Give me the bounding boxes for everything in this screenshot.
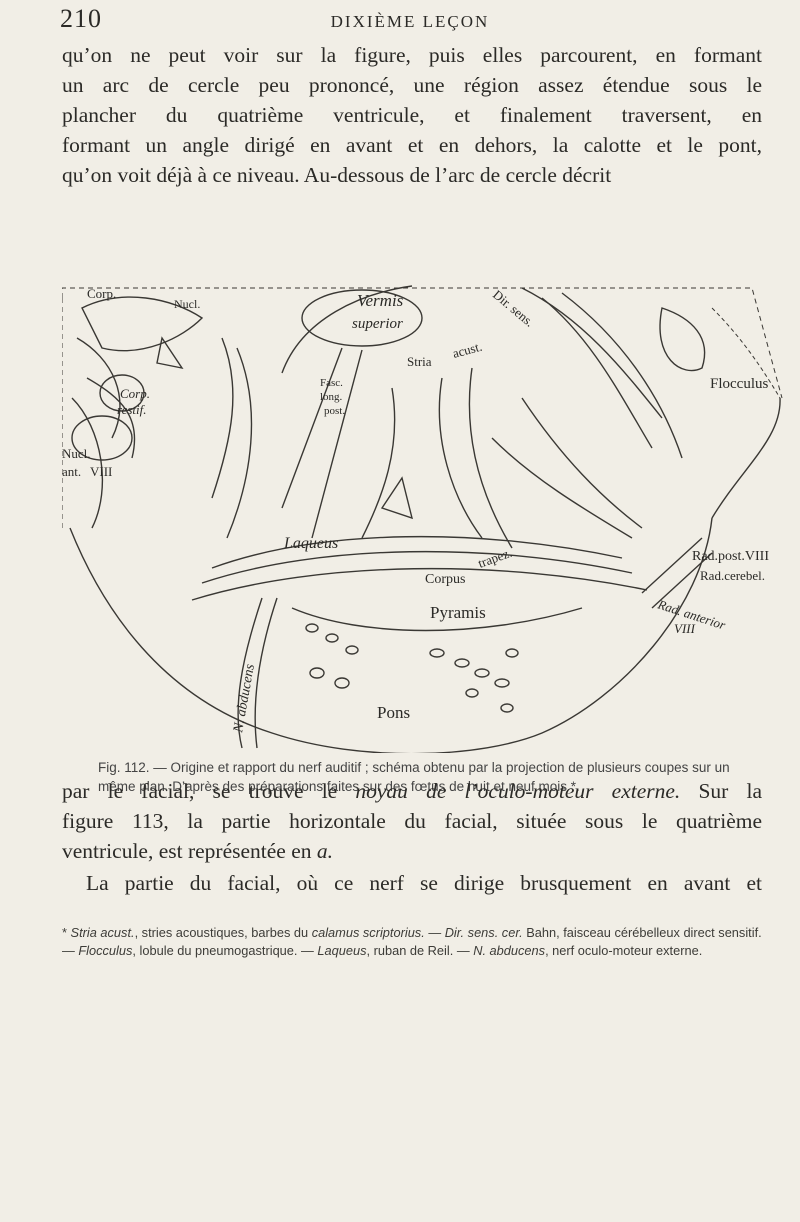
text-span: Sur la xyxy=(680,779,762,803)
anatomical-figure: Vermis superior Corp. Nucl. Stria acust.… xyxy=(62,278,800,753)
label-ant: ant. xyxy=(62,464,81,479)
label-restif: restif. xyxy=(117,402,147,417)
label-dir-sens: Dir. sens. xyxy=(490,287,537,330)
footnote-term: calamus scriptorius. xyxy=(311,925,425,940)
label-flocculus: Flocculus xyxy=(710,376,768,392)
label-superior: superior xyxy=(352,316,403,332)
footnote-term: Laqueus xyxy=(317,943,367,958)
label-trapez: trapez. xyxy=(476,545,514,571)
text-line: figure 113, la partie horizontale du fac… xyxy=(62,809,762,833)
running-title: DIXIÈME LEÇON xyxy=(330,12,490,31)
footnote-term: Stria acust. xyxy=(70,925,135,940)
label-pyramis: Pyramis xyxy=(430,603,486,622)
footnote-text: , lobule du pneumogastrique. — xyxy=(132,943,318,958)
paragraph-bottom: La partie du facial, où ce nerf se dirig… xyxy=(62,868,762,898)
label-rad-cerebel: Rad.cerebel. xyxy=(700,568,765,583)
text-span: ventricule, est représentée en xyxy=(62,839,317,863)
footnote-text: , ruban de Reil. — xyxy=(366,943,474,958)
footnote-marker: * xyxy=(62,925,71,940)
label-laqueus: Laqueus xyxy=(283,535,338,552)
text-line: qu’on ne peut voir sur la figure, puis e… xyxy=(62,43,762,67)
figure-drawing: Vermis superior Corp. Nucl. Stria acust.… xyxy=(62,285,783,753)
figure-caption: Fig. 112. — Origine et rapport du nerf a… xyxy=(98,758,738,796)
footnote-text: , stries acoustiques, barbes du xyxy=(134,925,312,940)
page-number: 210 xyxy=(60,4,102,33)
footnote-term: Dir. sens. cer. xyxy=(444,925,523,940)
footnote: * Stria acust., stries acoustiques, barb… xyxy=(62,924,762,960)
text-line: qu’on voit déjà à ce niveau. Au-dessous … xyxy=(62,163,612,187)
text-line: un arc de cercle peu prononcé, une régio… xyxy=(62,73,762,97)
text-line: formant un angle dirigé en avant et en d… xyxy=(62,133,762,157)
paragraph-top: qu’on ne peut voir sur la figure, puis e… xyxy=(62,40,762,190)
label-corp-restif: Corp. xyxy=(120,386,150,401)
label-fasc: Fasc. xyxy=(320,377,343,389)
footnote-text: Bahn, faisceau cérébelleux direct sensit… xyxy=(62,925,762,958)
label-nucl-lower: Nucl. xyxy=(62,446,91,461)
footnote-text: , nerf oculo-moteur externe. xyxy=(545,943,703,958)
label-viii-b: VIII xyxy=(674,621,696,636)
text-line: plancher du quatrième ventricule, et fin… xyxy=(62,103,762,127)
label-long: long. xyxy=(320,391,343,403)
page-header: 210 DIXIÈME LEÇON xyxy=(60,4,760,34)
label-nucl: Nucl. xyxy=(174,297,200,311)
text-span: par le facial, se trouve le xyxy=(62,779,356,803)
paragraph-middle: par le facial, se trouve le noyau de l’o… xyxy=(62,776,762,866)
label-corp: Corp. xyxy=(87,286,116,301)
italic-term: a. xyxy=(316,839,334,863)
text-line: ventricule, est représentée en a. xyxy=(62,836,762,866)
label-pons: Pons xyxy=(377,703,410,722)
label-viii: VIII xyxy=(90,464,112,479)
label-post: post. xyxy=(324,405,345,417)
footnote-term: N. abducens xyxy=(473,943,546,958)
text-line: par le facial, se trouve le noyau de l’o… xyxy=(62,776,762,806)
footnote-term: Flocculus xyxy=(78,943,133,958)
label-stria: Stria xyxy=(407,354,432,369)
label-n-abducens: N. abducens xyxy=(231,662,258,734)
label-acust: acust. xyxy=(451,339,484,361)
italic-term: noyau de l’oculo-moteur externe. xyxy=(355,779,681,803)
footnote-text: — xyxy=(424,925,445,940)
text-line: La partie du facial, où ce nerf se dirig… xyxy=(86,871,762,895)
caption-text: Fig. 112. — Origine et rapport du nerf a… xyxy=(98,760,730,794)
label-vermis: Vermis xyxy=(357,291,404,310)
label-rad-post: Rad.post.VIII xyxy=(692,549,769,564)
label-corpus: Corpus xyxy=(425,572,465,587)
